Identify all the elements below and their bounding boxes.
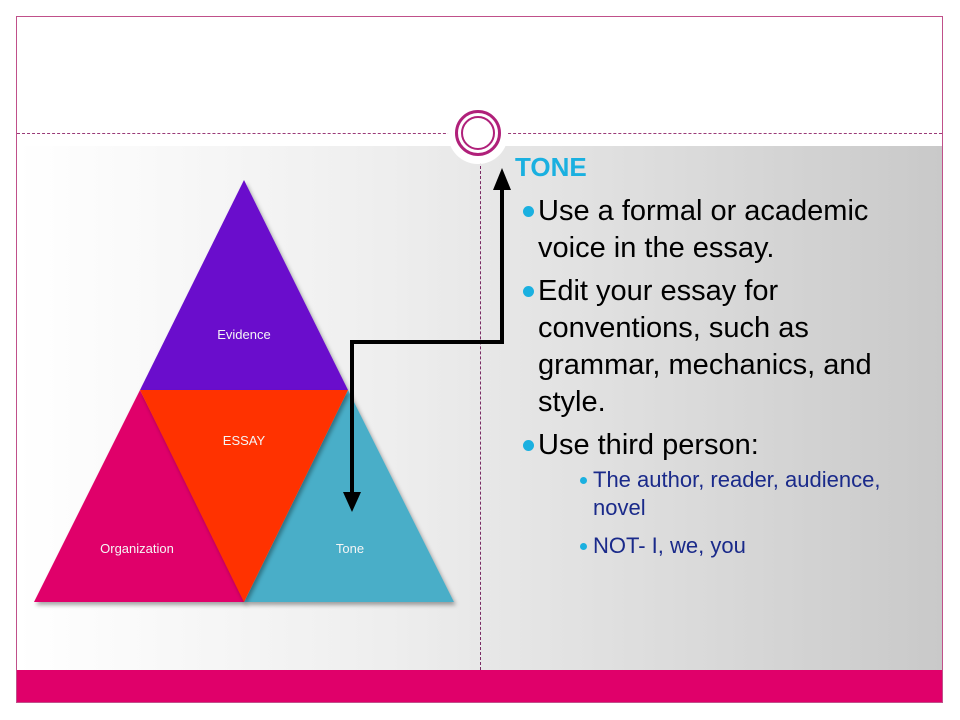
column-divider [480,146,481,670]
segment-label-evidence: Evidence [217,327,270,342]
pyramid-segment-essay [140,390,348,602]
bullet-list: Use a formal or academic voice in the es… [512,193,932,560]
bullet-item: Use a formal or academic voice in the es… [512,193,932,267]
segment-label-tone: Tone [336,541,364,556]
footer-bar [17,670,942,702]
sub-bullet-list: The author, reader, audience, novel NOT-… [538,466,932,560]
bullet-text: Use third person: [538,429,759,461]
circle-ornament-inner-ring [461,116,495,150]
bullet-text: Edit your essay for conventions, such as… [538,275,872,418]
pyramid-segment-evidence [140,180,348,390]
slide-title: TONE [515,152,587,182]
bullet-item: Edit your essay for conventions, such as… [512,273,932,421]
arrowhead-up-icon [493,168,511,190]
segment-label-organization: Organization [100,541,174,556]
sub-bullet-item: NOT- I, we, you [564,532,932,560]
connector-arrow-line [350,186,504,500]
bullet-text: Use a formal or academic voice in the es… [538,195,869,264]
segment-label-essay: ESSAY [223,433,266,448]
slide-text-block: TONE Use a formal or academic voice in t… [512,152,932,570]
pyramid-segment-organization [34,390,246,602]
sub-bullet-item: The author, reader, audience, novel [564,466,932,522]
arrowhead-down-icon [343,492,361,512]
bullet-item: Use third person: The author, reader, au… [512,427,932,560]
